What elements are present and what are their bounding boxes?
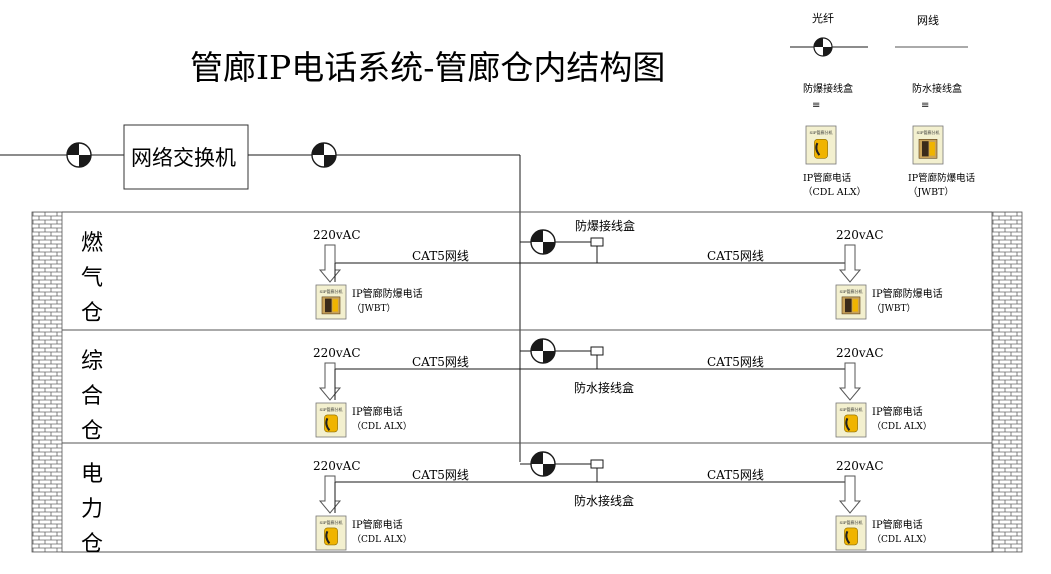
cat5-cable-label: CAT5网线 bbox=[707, 468, 764, 482]
ip-phone-icon: SIP管廊分机 bbox=[315, 515, 347, 551]
legend-eq-2: ≡ bbox=[921, 100, 929, 111]
network-switch-label: 网络交换机 bbox=[131, 146, 236, 170]
ip-phone-icon: SIP管廊分机 bbox=[835, 515, 867, 551]
legend-fiber-label: 光纤 bbox=[812, 11, 834, 25]
power-label: 220vAC bbox=[313, 346, 361, 360]
ip-phone-icon: SIP管廊分机 bbox=[835, 284, 867, 320]
compartment-name-char: 合 bbox=[81, 384, 103, 409]
legend-eq-1: ≡ bbox=[812, 100, 820, 111]
left-wall bbox=[31, 211, 63, 553]
compartment-name-char: 仓 bbox=[81, 532, 103, 557]
phone-label: IP管廊电话 bbox=[352, 405, 403, 418]
power-label: 220vAC bbox=[313, 459, 361, 473]
phone-badge: SIP管廊分机 bbox=[839, 519, 862, 525]
phone-badge: SIP管廊分机 bbox=[839, 288, 862, 294]
power-label: 220vAC bbox=[836, 459, 884, 473]
phone-model: （JWBT） bbox=[352, 303, 395, 314]
phone-model: （CDL ALX） bbox=[872, 534, 932, 545]
power-label: 220vAC bbox=[836, 228, 884, 242]
compartment-name-char: 仓 bbox=[81, 419, 103, 444]
phone-badge: SIP管廊分机 bbox=[319, 519, 342, 525]
power-arrow bbox=[838, 475, 862, 514]
right-wall bbox=[991, 211, 1023, 553]
phone-badge: SIP管廊分机 bbox=[916, 129, 939, 135]
phone-badge: SIP管廊分机 bbox=[839, 406, 862, 412]
cat5-cable-label: CAT5网线 bbox=[412, 249, 469, 263]
phone-label: IP管廊防爆电话 bbox=[352, 287, 423, 300]
compartment-name-char: 仓 bbox=[81, 301, 103, 326]
junction-box bbox=[590, 459, 604, 469]
phone-label: IP管廊电话 bbox=[872, 405, 923, 418]
fiber-icon bbox=[530, 229, 556, 255]
legend-fiber-icon bbox=[813, 37, 833, 57]
junction-box bbox=[590, 237, 604, 247]
junction-box bbox=[590, 346, 604, 356]
legend-waterproof-phone-label: IP管廊防爆电话 bbox=[908, 172, 976, 184]
legend: 光纤 网线 防爆接线盒 ≡ 防水接线盒 ≡ SIP管廊分机 SIP管廊分机 IP… bbox=[790, 11, 976, 198]
junction-box-label: 防水接线盒 bbox=[574, 493, 634, 508]
junction-box-label: 防水接线盒 bbox=[574, 380, 634, 395]
cat5-cable-label: CAT5网线 bbox=[707, 355, 764, 369]
compartment-name-char: 电 bbox=[81, 462, 103, 487]
power-label: 220vAC bbox=[836, 346, 884, 360]
phone-label: IP管廊防爆电话 bbox=[872, 287, 943, 300]
ip-phone-icon: SIP管廊分机 bbox=[835, 402, 867, 438]
cat5-cable-label: CAT5网线 bbox=[412, 468, 469, 482]
phone-model: （CDL ALX） bbox=[872, 421, 932, 432]
phone-badge: SIP管廊分机 bbox=[319, 288, 342, 294]
power-arrow bbox=[838, 362, 862, 401]
network-switch-box bbox=[123, 124, 249, 190]
junction-box-label: 防爆接线盒 bbox=[575, 218, 635, 233]
compartment-name-char: 燃 bbox=[81, 231, 103, 256]
phone-badge: SIP管廊分机 bbox=[809, 129, 832, 135]
fiber-icon bbox=[530, 451, 556, 477]
phone-model: （CDL ALX） bbox=[352, 421, 412, 432]
fiber-icon bbox=[530, 338, 556, 364]
ip-phone-icon: SIP管廊分机 bbox=[315, 402, 347, 438]
phone-model: （CDL ALX） bbox=[352, 534, 412, 545]
diagram-title: 管廊IP电话系统-管廊仓内结构图 bbox=[190, 48, 665, 87]
cat5-cable-label: CAT5网线 bbox=[412, 355, 469, 369]
phone-label: IP管廊电话 bbox=[352, 518, 403, 531]
legend-explosion-phone-model: （CDL ALX） bbox=[803, 186, 866, 198]
power-arrow bbox=[838, 244, 862, 283]
power-label: 220vAC bbox=[313, 228, 361, 242]
legend-cable-label: 网线 bbox=[917, 13, 939, 27]
legend-waterproof-box-label: 防水接线盒 bbox=[912, 82, 962, 95]
ip-phone-icon: SIP管廊分机 bbox=[315, 284, 347, 320]
legend-phone-icon-1: SIP管廊分机 bbox=[805, 125, 837, 165]
fiber-icon-left bbox=[66, 142, 92, 168]
backbone: 网络交换机 bbox=[0, 124, 521, 462]
compartment-name-char: 综 bbox=[81, 349, 103, 374]
phone-label: IP管廊电话 bbox=[872, 518, 923, 531]
legend-explosion-phone-label: IP管廊电话 bbox=[803, 172, 852, 184]
compartment-2: 综合仓 防水接线盒 CAT5网线 CAT5网线 220vAC 220vAC SIP管廊分机 I… bbox=[81, 338, 932, 444]
legend-phone-icon-2: SIP管廊分机 bbox=[912, 125, 944, 165]
phone-badge: SIP管廊分机 bbox=[319, 406, 342, 412]
compartment-3: 电力仓 防水接线盒 CAT5网线 CAT5网线 220vAC 220vAC SIP管廊分机 I… bbox=[81, 451, 932, 557]
legend-waterproof-phone-model: （JWBT） bbox=[908, 186, 954, 198]
cat5-cable-label: CAT5网线 bbox=[707, 249, 764, 263]
fiber-icon-right bbox=[311, 142, 337, 168]
compartment-1: 燃气仓 防爆接线盒 CAT5网线 CAT5网线 220vAC 220vAC SIP管廊分机 I… bbox=[81, 218, 943, 326]
legend-explosion-box-label: 防爆接线盒 bbox=[803, 82, 853, 95]
phone-model: （JWBT） bbox=[872, 303, 915, 314]
compartment-name-char: 气 bbox=[81, 266, 103, 291]
compartment-name-char: 力 bbox=[81, 497, 103, 522]
